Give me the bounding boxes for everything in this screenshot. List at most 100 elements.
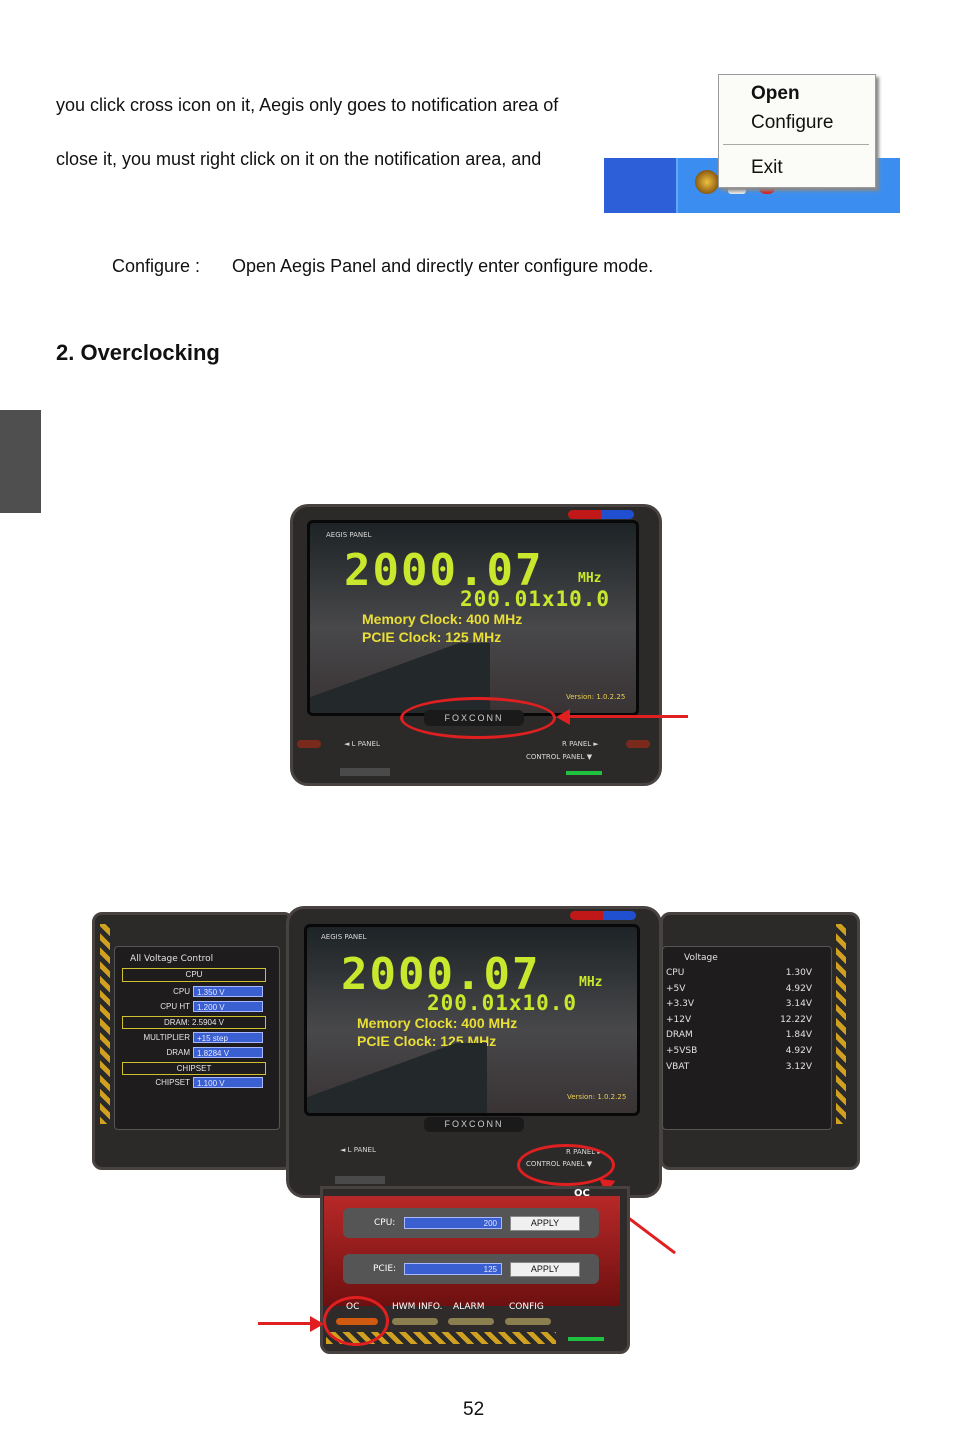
- cpu-frequency: 2000.07: [341, 949, 541, 1000]
- left-knob: [297, 740, 321, 748]
- voltage-value: 1.84V: [785, 1030, 812, 1041]
- body-text-line-1: you click cross icon on it, Aegis only g…: [56, 95, 559, 115]
- cpu-frequency: 2000.07: [344, 545, 544, 596]
- status-led: [568, 1337, 604, 1341]
- voltage-row: +3.3V 3.14V: [666, 999, 812, 1013]
- tab-hwm-info[interactable]: HWM INFO.: [392, 1302, 443, 1312]
- ship-image: [307, 1043, 487, 1113]
- cpu-ht-label: CPU HT: [160, 1002, 190, 1011]
- multiplier-label: MULTIPLIER: [143, 1033, 190, 1042]
- right-knob: [626, 740, 650, 748]
- voltage-name: +5V: [666, 983, 686, 994]
- oc-tab-title: OC: [574, 1188, 590, 1199]
- l-panel-button[interactable]: ◄ L PANEL: [344, 740, 380, 748]
- tab-config-indicator: [505, 1318, 551, 1325]
- dram-label: DRAM: [166, 1048, 190, 1057]
- menu-separator: [723, 144, 869, 145]
- voltage-row: +12V 12.22V: [666, 1015, 812, 1029]
- voltage-value: 3.14V: [785, 999, 812, 1010]
- voltage-row: +5V 4.92V: [666, 984, 812, 998]
- voltage-value: 12.22V: [780, 1014, 812, 1025]
- page-number: 52: [463, 1399, 485, 1420]
- multiplier-readout: 200.01x10.0: [427, 991, 578, 1015]
- voltage-row: DRAM 1.84V: [666, 1030, 812, 1044]
- multiplier-select[interactable]: +15 step: [193, 1032, 263, 1043]
- tab-alarm[interactable]: ALARM: [453, 1302, 485, 1312]
- voltage-name: DRAM: [666, 1030, 693, 1041]
- chapter-tab: [0, 410, 41, 513]
- memory-clock: Memory Clock: 400 MHz: [362, 611, 523, 627]
- oc-cpu-input[interactable]: 200: [404, 1217, 502, 1229]
- voltage-row: VBAT 3.12V: [666, 1062, 812, 1076]
- menu-item-open[interactable]: Open: [751, 83, 800, 104]
- voltage-name: +5VSB: [666, 1046, 698, 1056]
- arrow-head: [310, 1316, 324, 1332]
- cpu-voltage-label: CPU: [173, 987, 190, 996]
- voltage-name: +3.3V: [666, 999, 695, 1010]
- voltage-value: 4.92V: [785, 983, 812, 994]
- left-hazard-stripe: [100, 924, 110, 1124]
- multiplier-readout: 200.01x10.0: [460, 587, 611, 611]
- cpu-ht-select[interactable]: 1.200 V: [193, 1001, 263, 1012]
- mini-toolbar[interactable]: [335, 1176, 385, 1184]
- voltage-row: +5VSB 4.92V: [666, 1046, 812, 1060]
- dram-select[interactable]: 1.8284 V: [193, 1047, 263, 1058]
- dram-voltage-line: DRAM: 2.5904 V: [122, 1016, 266, 1029]
- pcie-clock: PCIE Clock: 125 MHz: [362, 629, 502, 645]
- oc-pcie-input[interactable]: 125: [404, 1263, 502, 1275]
- frequency-unit: MHz: [579, 975, 603, 990]
- oc-pcie-apply-button[interactable]: APPLY: [510, 1262, 580, 1277]
- panel-1-screen: AEGIS PANEL 2000.07 MHz 200.01x10.0 Memo…: [307, 520, 639, 716]
- tray-context-menu: Open Configure Exit: [718, 74, 876, 188]
- pointer-arrow: [566, 715, 688, 718]
- tab-config[interactable]: CONFIG: [509, 1302, 544, 1312]
- panel-title: AEGIS PANEL: [326, 531, 372, 539]
- bottom-hazard-stripe: [326, 1332, 556, 1344]
- oc-cpu-apply-button[interactable]: APPLY: [510, 1216, 580, 1231]
- oc-cpu-label: CPU:: [374, 1218, 396, 1228]
- tab-hwm-indicator: [392, 1318, 438, 1325]
- configure-description: Open Aegis Panel and directly enter conf…: [232, 256, 654, 276]
- voltage-row: CPU 1.30V: [666, 968, 812, 982]
- chipset-label: CHIPSET: [155, 1078, 190, 1087]
- foxconn-button[interactable]: FOXCONN: [424, 1117, 524, 1132]
- memory-clock: Memory Clock: 400 MHz: [357, 1015, 518, 1031]
- r-panel-button[interactable]: R PANEL ►: [562, 740, 599, 748]
- voltage-value: 3.12V: [785, 1061, 812, 1072]
- voltage-name: CPU: [666, 968, 685, 978]
- highlight-circle: [517, 1144, 615, 1186]
- voltage-monitor-box: [662, 946, 832, 1130]
- cpu-voltage-select[interactable]: 1.350 V: [193, 986, 263, 997]
- aegis-tray-icon[interactable]: [695, 170, 719, 194]
- panel-2-screen: AEGIS PANEL 2000.07 MHz 200.01x10.0 Memo…: [304, 924, 640, 1116]
- panel-title: AEGIS PANEL: [321, 933, 367, 941]
- l-panel-button[interactable]: ◄ L PANEL: [340, 1146, 376, 1154]
- version-label: Version: 1.0.2.25: [567, 1093, 627, 1101]
- cpu-group-label: CPU: [122, 968, 266, 982]
- menu-item-configure[interactable]: Configure: [751, 112, 834, 133]
- section-title: 2. Overclocking: [56, 340, 220, 365]
- control-panel-button[interactable]: CONTROL PANEL ▼: [526, 753, 593, 761]
- highlight-circle: [400, 697, 556, 739]
- configure-label: Configure :: [112, 256, 201, 276]
- voltage-value: 4.92V: [785, 1046, 812, 1056]
- voltage-name: +12V: [666, 1014, 692, 1025]
- voltage-monitor-heading: Voltage: [684, 953, 718, 963]
- pointer-arrow: [258, 1322, 314, 1325]
- menu-item-exit[interactable]: Exit: [751, 157, 783, 178]
- version-label: Version: 1.0.2.25: [566, 693, 626, 701]
- chipset-group-label: CHIPSET: [122, 1062, 266, 1075]
- right-hazard-stripe: [836, 924, 846, 1124]
- arrow-head: [556, 709, 570, 725]
- chipset-select[interactable]: 1.100 V: [193, 1077, 263, 1088]
- voltage-name: VBAT: [666, 1061, 690, 1072]
- window-controls[interactable]: [568, 510, 634, 519]
- tab-alarm-indicator: [448, 1318, 494, 1325]
- window-controls-2[interactable]: [570, 911, 636, 920]
- mini-toolbar[interactable]: [340, 768, 390, 776]
- highlight-circle: [323, 1296, 389, 1346]
- voltage-value: 1.30V: [785, 968, 812, 978]
- frequency-unit: MHz: [578, 571, 602, 586]
- oc-pcie-label: PCIE:: [373, 1264, 397, 1274]
- status-led: [566, 771, 602, 775]
